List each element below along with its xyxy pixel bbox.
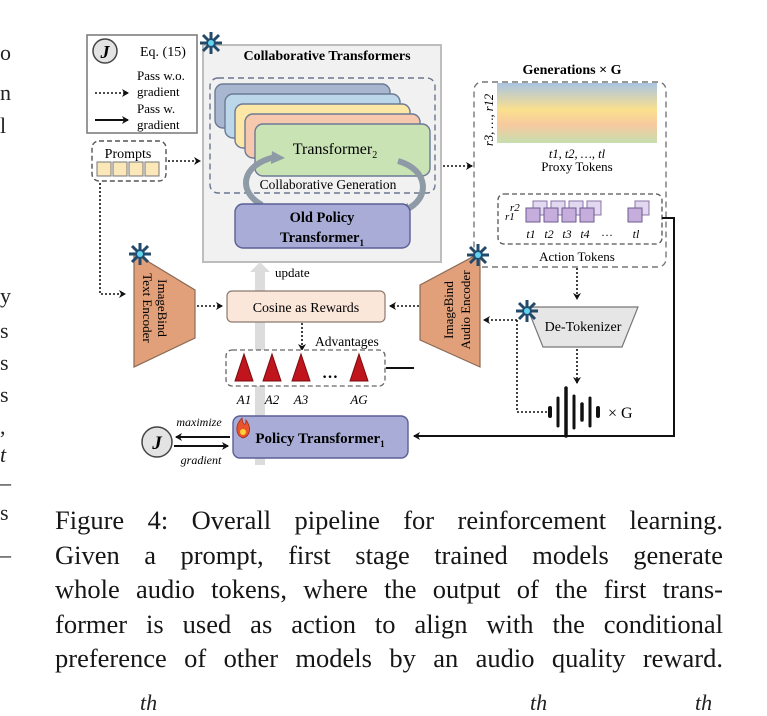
advantage-label: AG (349, 392, 368, 407)
pipeline-diagram: J Eq. (15) Pass w.o. gradient Pass w. gr… (86, 30, 675, 467)
caption-line: Given a prompt, first stage trained mode… (55, 539, 723, 570)
legend-dotted-1: Pass w.o. (137, 68, 185, 83)
edge-fragment: y (0, 283, 11, 308)
audio-encoder-line2: Audio Encoder (458, 270, 473, 350)
advantage-triangle (234, 352, 254, 382)
prompt-token (96, 161, 112, 177)
detokenizer: De-Tokenizer (514, 298, 639, 348)
detokenizer-label: De-Tokenizer (545, 320, 622, 335)
action-to-policy-arrow (413, 217, 675, 440)
generations-title: Generations × G (523, 63, 622, 78)
action-tokens-label: Action Tokens (539, 249, 615, 264)
advantage-ellipsis: … (322, 365, 338, 382)
prompt-token (144, 161, 160, 177)
advantage-label: A3 (293, 392, 309, 407)
text-encoder-line1: ImageBind (155, 279, 170, 337)
proxy-axis-x: t1, t2, …, tl (549, 147, 606, 161)
action-col-label: t2 (544, 227, 553, 241)
edge-fragment: n (0, 80, 11, 105)
loop-arrow-down (397, 158, 426, 213)
edge-fragment: s (0, 500, 9, 525)
cosine-rewards-box (226, 290, 386, 323)
action-row-label: r2 (510, 202, 520, 214)
action-col-label: t4 (580, 227, 589, 241)
update-label: update (275, 265, 310, 280)
action-col-label: t3 (562, 227, 571, 241)
advantage-triangle (262, 352, 282, 382)
objective-j-icon (141, 426, 173, 458)
bottom-fragment: th (140, 690, 158, 715)
audio-multiplier: × G (608, 405, 633, 422)
objective-symbol: J (100, 42, 111, 62)
legend-dotted-2: gradient (137, 84, 180, 99)
text-encoder: ImageBind Text Encoder (127, 241, 196, 368)
edge-fragment: – (0, 542, 11, 567)
objective-j-symbol: J (151, 433, 162, 454)
caption-line: whole audio tokens, where the output of … (55, 574, 723, 604)
generations-panel: Generations × G r3, …, r12 t1, t2, …, tl… (473, 63, 667, 268)
transformer-2-label: Transformer2 (293, 141, 377, 161)
transformer-2-box (254, 123, 431, 177)
old-policy-line1: Old Policy (290, 210, 356, 226)
collaborative-transformers-panel: Collaborative Transformers Transformer2 … (198, 30, 442, 263)
action-col-label: … (601, 225, 613, 239)
old-policy-box (234, 203, 411, 249)
audio-encoder-line1: ImageBind (441, 281, 456, 339)
advantage-label: A2 (264, 392, 280, 407)
edge-fragment: s (0, 318, 9, 343)
frozen-snowflake-icon (198, 30, 224, 56)
action-token-grid (525, 200, 650, 223)
text-encoder-line2: Text Encoder (140, 273, 155, 343)
advantage-triangle (291, 352, 311, 382)
caption-line: Figure 4: Overall pipeline for reinforce… (55, 505, 723, 535)
frozen-snowflake-icon (127, 241, 153, 267)
prompt-token (128, 161, 144, 177)
proxy-token-heatmap (497, 83, 657, 143)
advantage-triangle (349, 352, 369, 382)
legend-solid-2: gradient (137, 117, 180, 132)
edge-fragment: – (0, 470, 11, 495)
cosine-rewards-label: Cosine as Rewards (253, 301, 360, 316)
collab-generation-label: Collaborative Generation (260, 177, 397, 192)
waveform-icon (548, 386, 600, 438)
action-row-label: r1 (505, 211, 515, 223)
action-col-label: tl (633, 227, 640, 241)
edge-fragment: l (0, 113, 7, 138)
prompts-box: Prompts (91, 140, 167, 182)
edge-fragment: s (0, 382, 9, 407)
edge-fragment: o (0, 40, 11, 65)
loop-arrow-up (243, 154, 276, 208)
old-policy-line2: Transformer1 (280, 230, 364, 248)
audio-encoder: ImageBind Audio Encoder (419, 242, 491, 368)
edge-fragment: , (0, 414, 6, 439)
figure-caption: Figure 4: Overall pipeline for reinforce… (55, 503, 723, 676)
policy-transformer-label: Policy Transformer1 (255, 431, 385, 449)
bottom-fragment: th (530, 690, 548, 715)
advantages-label: Advantages (315, 334, 379, 349)
fire-icon (236, 417, 250, 439)
edge-fragment: t (0, 442, 7, 467)
prompt-token (112, 161, 128, 177)
prompts-to-text-encoder-arrow (99, 183, 126, 298)
edge-fragment: s (0, 350, 9, 375)
action-col-label: t1 (526, 227, 535, 241)
frozen-snowflake-icon (514, 298, 540, 324)
bottom-fragment: th (695, 690, 713, 715)
legend-box: J Eq. (15) Pass w.o. gradient Pass w. gr… (86, 34, 198, 134)
caption-line: former is used as action to align with t… (55, 608, 723, 639)
caption-line: preference of other models by an audio q… (55, 643, 723, 673)
gradient-label: gradient (181, 453, 222, 467)
collab-title: Collaborative Transformers (243, 49, 411, 64)
proxy-tokens-label: Proxy Tokens (541, 159, 612, 174)
legend-solid-1: Pass w. (137, 101, 175, 116)
advantage-label: A1 (236, 392, 251, 407)
frozen-snowflake-icon (465, 242, 491, 268)
policy-transformer-box (232, 415, 409, 459)
legend-eq: Eq. (15) (140, 45, 186, 60)
maximize-label: maximize (176, 415, 222, 429)
objective-icon (92, 38, 118, 64)
prompts-label: Prompts (105, 147, 152, 162)
proxy-axis-y: r3, …, r12 (482, 94, 496, 146)
